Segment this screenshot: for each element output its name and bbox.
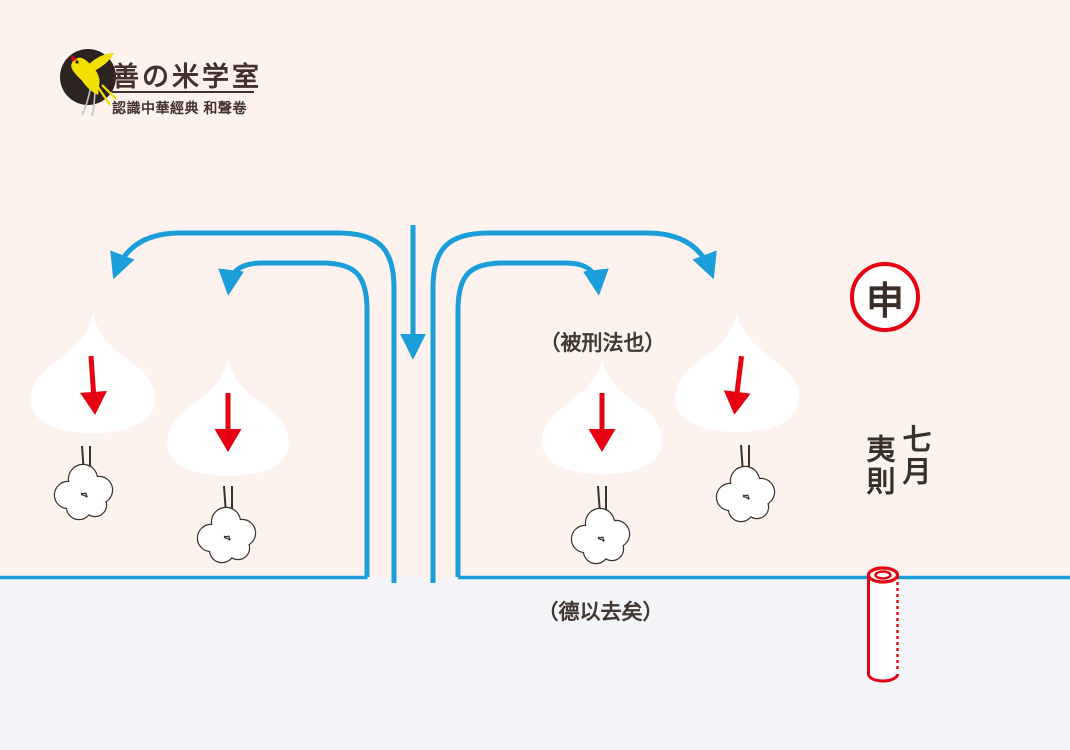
- outer-right-flow-arrow: [455, 260, 609, 577]
- annotation-sky: （被刑法也）: [539, 332, 666, 355]
- logo-title: 善の米学室: [112, 62, 262, 93]
- month-label: 七月: [898, 424, 930, 488]
- down-flow-arrow-icons: [110, 225, 717, 583]
- earthly-branch-badge: 申: [850, 262, 920, 332]
- swallow-bird-icon: [71, 53, 117, 117]
- inner-left-flow-arrow: [110, 230, 397, 583]
- bird-beak: [71, 55, 77, 62]
- month-pitch-label: 七月 夷則: [860, 424, 932, 564]
- logo-divider: [112, 91, 254, 93]
- outer-left-flow-arrow: [218, 260, 370, 577]
- pitch-label: 夷則: [862, 434, 894, 498]
- cloud-puff-icons: [53, 444, 776, 565]
- logo-subtitle: 認識中華經典 和聲卷: [112, 100, 247, 116]
- logo-mark: [60, 49, 117, 117]
- annotation-underground: （德以去矣）: [537, 601, 664, 624]
- inner-right-flow-arrow: [430, 230, 717, 583]
- pitch-pipe-icon: [866, 566, 900, 683]
